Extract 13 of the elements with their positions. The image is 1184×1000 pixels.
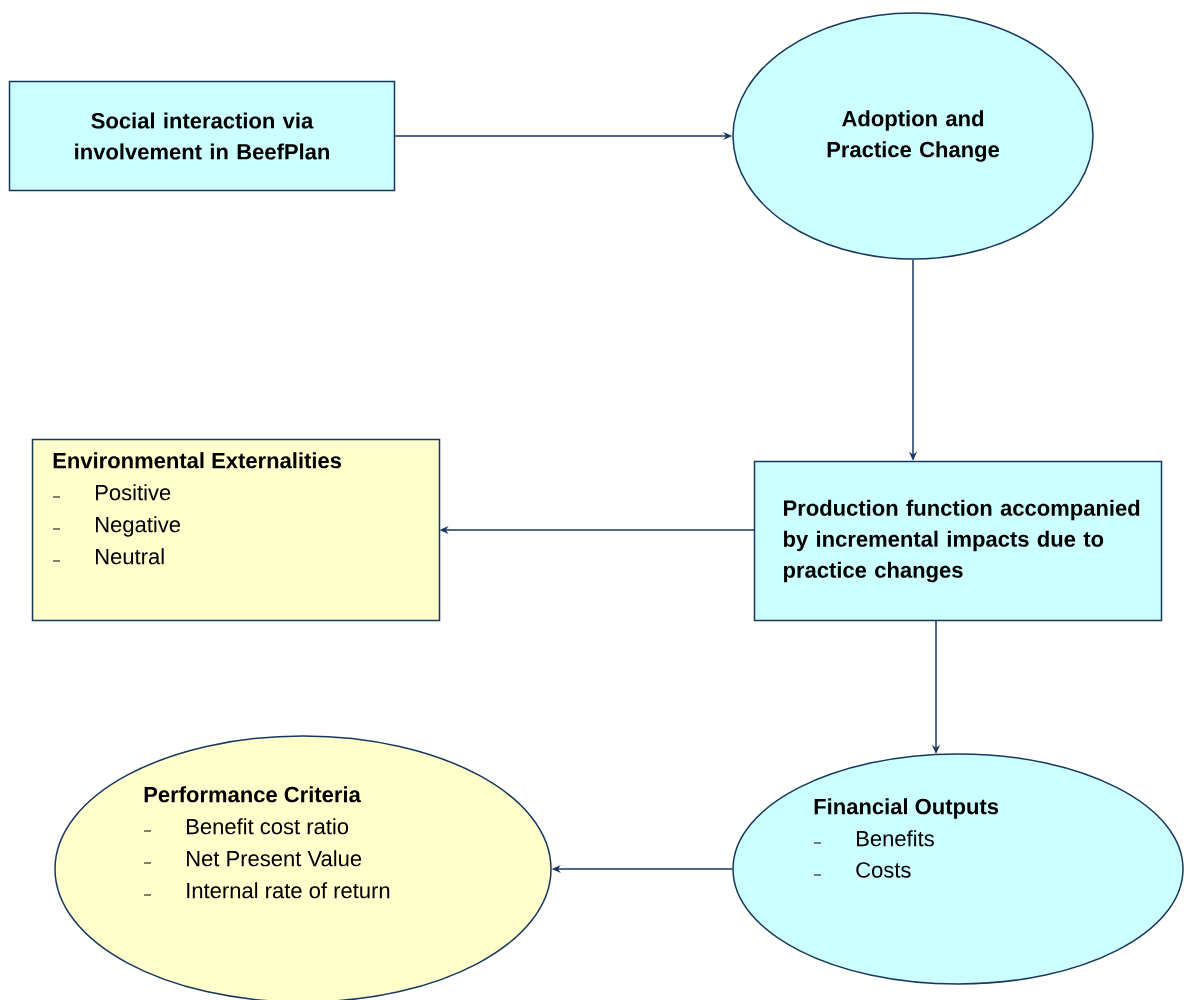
process-box: Production function accompanied by incremental impacts due to practice changes	[753, 460, 1163, 622]
node-label: Internal rate of return	[187, 882, 390, 899]
node-label: Negative	[96, 516, 181, 537]
node-label: Financial Outputs	[814, 798, 999, 819]
node-label: Costs	[856, 862, 911, 878]
node-label: Benefit cost ratio	[187, 818, 349, 835]
node-label: Performance Criteria	[144, 786, 361, 803]
node-label: Net Present Value	[187, 850, 362, 867]
node-label: Positive	[96, 484, 171, 501]
node-label: Neutral	[96, 548, 164, 565]
node-label: Environmental Externalities	[53, 452, 342, 469]
node-label: Benefits	[857, 830, 934, 847]
process-box: Social interaction via involvement in BeefPlan	[8, 80, 396, 192]
